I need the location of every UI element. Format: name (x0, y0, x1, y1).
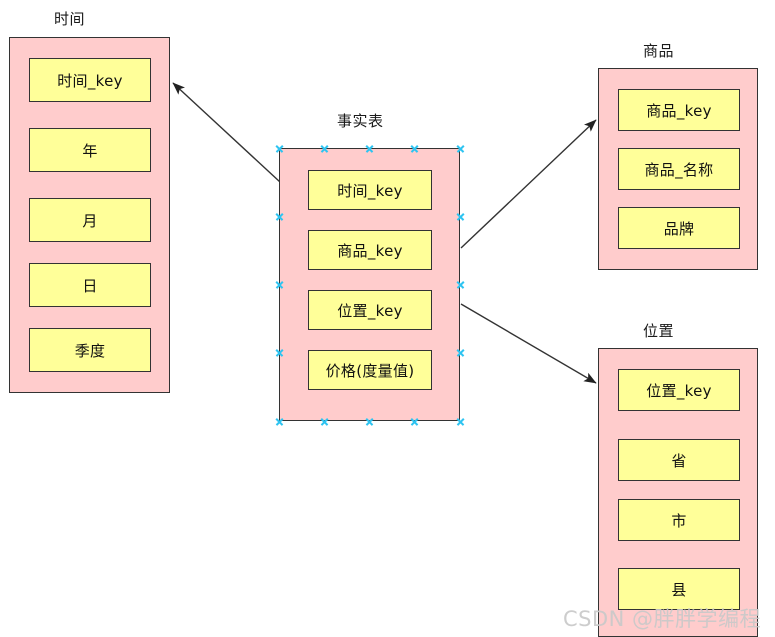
location-dimension-field[interactable]: 县 (618, 568, 740, 610)
product-dimension-title: 商品 (643, 42, 675, 60)
location-dimension-field[interactable]: 省 (618, 439, 740, 481)
location-dimension-field[interactable]: 位置_key (618, 369, 740, 411)
location-dimension-title: 位置 (643, 322, 675, 340)
time-dimension-field[interactable]: 年 (29, 128, 151, 172)
fact-table-field[interactable]: 时间_key (308, 170, 432, 210)
fact-to-location-arrow[interactable] (460, 303, 597, 384)
fact-table-field[interactable]: 位置_key (308, 290, 432, 330)
time-dimension-title: 时间 (54, 10, 86, 28)
time-dimension-field[interactable]: 日 (29, 263, 151, 307)
time-dimension-field[interactable]: 季度 (29, 328, 151, 372)
fact-to-product-arrow[interactable] (460, 119, 597, 249)
time-dimension-field[interactable]: 时间_key (29, 58, 151, 102)
fact-table-field[interactable]: 价格(度量值) (308, 350, 432, 390)
location-dimension-field[interactable]: 市 (618, 499, 740, 541)
time-dimension-field[interactable]: 月 (29, 198, 151, 242)
watermark-text: CSDN @胖胖学编程 (563, 607, 762, 631)
fact-table-title: 事实表 (337, 112, 384, 130)
product-dimension-field[interactable]: 商品_key (618, 89, 740, 131)
product-dimension-field[interactable]: 商品_名称 (618, 148, 740, 190)
product-dimension-field[interactable]: 品牌 (618, 207, 740, 249)
fact-to-time-arrow[interactable] (172, 82, 281, 183)
fact-table-field[interactable]: 商品_key (308, 230, 432, 270)
